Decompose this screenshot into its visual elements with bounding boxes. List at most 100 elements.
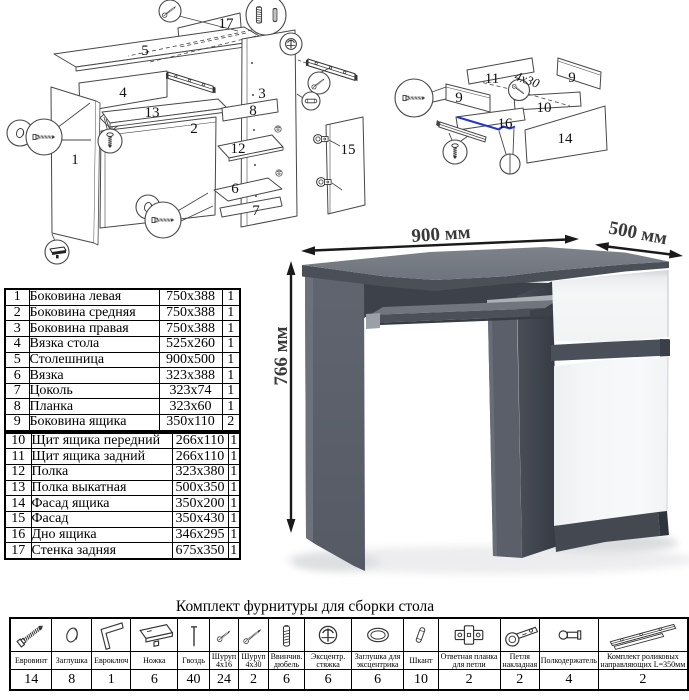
part-2-middle-side bbox=[99, 116, 217, 229]
hinge-plate-icon bbox=[437, 617, 501, 652]
part-size: 266x110 bbox=[171, 432, 229, 450]
drawer-exploded-diagram: 9 9 10 11 14 16 4x30 bbox=[394, 57, 608, 175]
nail-icon bbox=[177, 617, 210, 652]
part-quantity: 1 bbox=[227, 526, 241, 544]
part-size: 350x200 bbox=[171, 495, 229, 512]
dimensions bbox=[286, 234, 683, 533]
part-name: Дно ящика bbox=[30, 526, 173, 544]
hardware-item-name: Шкант bbox=[403, 651, 439, 670]
part-quantity: 1 bbox=[227, 464, 241, 481]
part-size: 750x388 bbox=[158, 288, 223, 306]
desk-middle-panel bbox=[488, 316, 522, 558]
wood-dowel-icon bbox=[403, 617, 439, 652]
hardware-item-quantity: 6 bbox=[304, 669, 353, 691]
part-name: Боковина левая bbox=[28, 288, 160, 306]
hardware-item-name: Ответная планка для петли bbox=[437, 651, 501, 670]
hardware-item-quantity: 2 bbox=[499, 669, 541, 691]
part-size: 525x260 bbox=[158, 335, 223, 353]
part-name: Цоколь bbox=[28, 382, 160, 400]
part-size: 266x110 bbox=[171, 448, 229, 466]
part-name: Планка bbox=[28, 398, 160, 416]
part-label-12: 12 bbox=[231, 141, 246, 157]
part-label-8: 8 bbox=[249, 103, 257, 119]
part-label-16: 16 bbox=[498, 116, 514, 132]
hardware-item-quantity: 6 bbox=[267, 669, 306, 691]
part-label-10: 10 bbox=[537, 100, 552, 116]
hardware-item-name: Эксцентр. стяжка bbox=[304, 651, 353, 670]
hardware-item-name: Шуруп 4x16 bbox=[208, 651, 240, 670]
part-name: Полка bbox=[30, 464, 173, 481]
screw-dowel-icon bbox=[267, 617, 306, 652]
part-quantity: 1 bbox=[221, 398, 241, 416]
cabinet-door bbox=[554, 357, 668, 526]
cabinet-divider bbox=[551, 339, 670, 361]
part-quantity: 1 bbox=[227, 510, 241, 528]
overlay-hinge-icon bbox=[499, 617, 541, 652]
part-number: 4 bbox=[4, 335, 30, 353]
part-quantity: 1 bbox=[227, 448, 241, 466]
part-quantity: 1 bbox=[221, 351, 241, 369]
part-quantity: 1 bbox=[227, 495, 241, 512]
hardware-item-quantity: 2 bbox=[597, 669, 689, 691]
part-quantity: 1 bbox=[227, 479, 241, 497]
part-quantity: 1 bbox=[221, 288, 241, 306]
part-7-plinth bbox=[219, 196, 283, 218]
part-label-6: 6 bbox=[231, 181, 239, 197]
part-quantity: 1 bbox=[221, 367, 241, 384]
part-size: 675x350 bbox=[171, 542, 229, 560]
part-label-13: 13 bbox=[145, 105, 160, 121]
part-size: 346x295 bbox=[171, 526, 229, 544]
part-label-5: 5 bbox=[141, 43, 149, 59]
part-number: 15 bbox=[4, 510, 32, 528]
part-label-14: 14 bbox=[558, 131, 574, 147]
roller-guide-highlight bbox=[456, 116, 516, 131]
part-name: Полка выкатная bbox=[30, 479, 173, 497]
part-label-9-right: 9 bbox=[568, 70, 576, 86]
desk-left-panel bbox=[305, 269, 365, 571]
foot-icon bbox=[130, 617, 179, 652]
part-size: 350x110 bbox=[158, 414, 223, 432]
part-size: 350x430 bbox=[171, 510, 229, 528]
part-number: 7 bbox=[4, 382, 30, 400]
part-size: 323x380 bbox=[171, 464, 229, 481]
hardware-item-name: Шуруп 4x30 bbox=[238, 651, 269, 670]
part-number: 8 bbox=[4, 398, 30, 416]
hardware-item-quantity: 8 bbox=[51, 669, 92, 691]
part-label-11: 11 bbox=[485, 71, 499, 87]
drawer-part-labels: 9 9 10 11 14 16 bbox=[455, 70, 576, 147]
part-quantity: 1 bbox=[221, 320, 241, 337]
part-number: 11 bbox=[4, 448, 32, 466]
part-number: 13 bbox=[4, 479, 32, 497]
part-number: 10 bbox=[4, 432, 32, 450]
part-number: 2 bbox=[4, 304, 30, 322]
part-label-2: 2 bbox=[190, 121, 198, 137]
hardware-item-name: Петля накладная bbox=[499, 651, 541, 670]
part-number: 12 bbox=[4, 464, 32, 481]
drawer-front bbox=[552, 270, 668, 342]
hardware-item-quantity: 14 bbox=[9, 669, 53, 691]
part-6-rail bbox=[213, 177, 283, 202]
part-size: 500x350 bbox=[171, 479, 229, 497]
part-number: 9 bbox=[4, 414, 30, 432]
tabletop-surface bbox=[302, 247, 669, 280]
desk-tabletop bbox=[302, 247, 669, 291]
part-label-3: 3 bbox=[258, 86, 266, 102]
hardware-item-quantity: 2 bbox=[437, 669, 501, 691]
height-dimension-label: 766 мм bbox=[271, 326, 292, 385]
part-quantity: 2 bbox=[221, 414, 241, 432]
part-label-4: 4 bbox=[119, 85, 127, 101]
